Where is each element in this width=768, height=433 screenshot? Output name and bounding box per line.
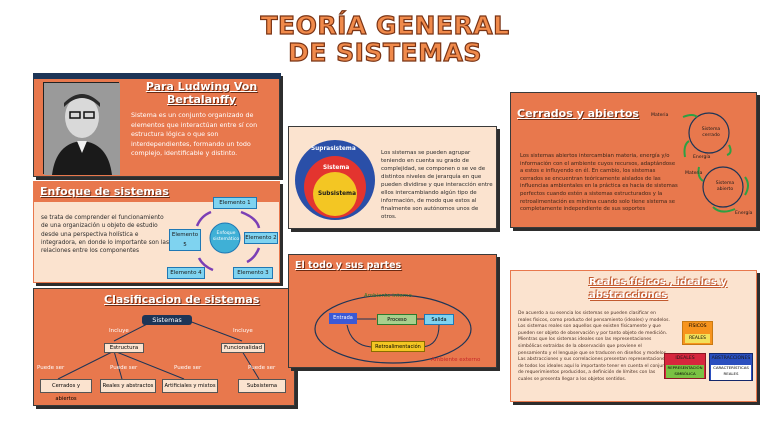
energia-label-2: Energía [735,211,753,216]
closed-system-label: Sistema cerrado [701,127,721,138]
reales-box-label: REALES [685,334,710,343]
leaf-node-artificiales: Artificiales y mixtos [162,379,218,393]
todo-card: El todo y sus partes Ambiente interno Am… [288,254,497,368]
open-system-label: Sistema abierto [715,181,735,192]
ambiente-interno-label: Ambiente interno [364,293,412,299]
enfoque-card: Enfoque de sistemas se trata de comprend… [33,181,280,283]
enfoque-center-label: Enfoque sistemático [212,231,240,242]
title-line-2: DE SISTEMAS [288,38,482,67]
clasificacion-card: Clasificacion de sistemas Sistemas Inclu… [33,288,295,406]
ideales-box: IDEALES REPRESENTACIÓN SIMBÓLICA [664,353,706,379]
bertalanffy-text: Sistema es un conjunto organizado de ele… [131,111,258,158]
enfoque-cycle-diagram [195,210,261,272]
caracteristicas-label: CARACTERÍSTICAS REALES [711,365,751,380]
puede-ser-label-1: Puede ser [37,365,65,371]
root-node: Sistemas [142,315,192,325]
energia-label-1: Energía [693,155,711,160]
bertalanffy-card: Para Ludwing Von Bertalanffy Sistema es … [33,73,281,177]
puede-ser-label-4: Puede ser [248,365,276,371]
materia-label-1: Materia [651,113,669,118]
ribbon [33,73,281,79]
reales-text: De acuerdo a su esencia los sistemas se … [518,311,670,382]
reales-heading: Reales físicos , ideales y abstracciones [589,277,727,301]
cerrados-text: Los sistemas abiertos intercambian mater… [520,153,678,213]
puede-ser-label-2: Puede ser [110,365,138,371]
retroalimentacion-node: Retroalimentación [371,341,425,352]
nivel-label-suprasistema: Suprasistema [311,146,356,152]
branch-node-estructura: Estructura [104,343,144,353]
leaf-node-cerrados: Cerrados y abiertos [40,379,92,402]
abstracciones-box: ABSTRACCIONES CARACTERÍSTICAS REALES [709,353,753,381]
clasificacion-heading: Clasificacion de sistemas [104,293,260,306]
todo-heading: El todo y sus partes [295,260,402,271]
niveles-nested-circles [295,140,375,220]
nivel-label-sistema: Sistema [323,165,350,171]
leaf-node-reales: Reales y abstractos [100,379,156,393]
enfoque-heading: Enfoque de sistemas [40,185,169,198]
enfoque-text: se trata de comprender el funcionamiento… [41,215,169,255]
representacion-label: REPRESENTACIÓN SIMBÓLICA [666,365,704,378]
materia-label-2: Materia [685,171,703,176]
proceso-node: Proceso [377,314,417,325]
portrait-image [43,82,120,175]
title-line-1: TEORÍA GENERAL [260,11,510,40]
reales-card: Reales físicos , ideales y abstracciones… [510,270,757,402]
bertalanffy-heading: Para Ludwing Von Bertalanffy [145,80,258,106]
fisicos-label: FÍSICOS [688,324,707,329]
ideales-label: IDEALES [675,356,695,361]
cerrados-card: Cerrados y abiertos Los sistemas abierto… [510,92,757,228]
element-node-1: Elemento 1 [213,197,257,209]
incluye-label-left: Incluye [109,328,129,334]
cerrados-heading: Cerrados y abiertos [517,107,639,120]
salida-node: Salida [424,314,454,325]
ambiente-externo-label: Ambiente externo [431,357,481,363]
branch-node-funcionalidad: Funcionalidad [221,343,265,353]
fisicos-box: FÍSICOS REALES [682,321,713,345]
nivel-label-subsistema: Subsistema [318,191,356,197]
element-node-3: Elemento 3 [233,267,273,279]
element-node-5: Elemento 5 [169,229,201,251]
puede-ser-label-3: Puede ser [174,365,202,371]
niveles-card: Suprasistema Sistema Subsistema Los sist… [288,126,497,229]
abstracciones-label: ABSTRACCIONES [711,356,751,361]
entrada-node: Entrada [329,313,357,324]
clasificacion-lines [57,320,260,380]
incluye-label-right: Incluye [233,328,253,334]
niveles-text: Los sistemas se pueden agrupar teniendo … [381,150,493,220]
element-node-2: Elemento 2 [244,232,278,244]
cerrados-diagram [682,112,749,213]
todo-diagram [314,294,472,364]
page-title: TEORÍA GENERAL DE SISTEMAS [255,11,515,67]
element-node-4: Elemento 4 [167,267,205,279]
leaf-node-subsistema: Subsistema [238,379,286,393]
